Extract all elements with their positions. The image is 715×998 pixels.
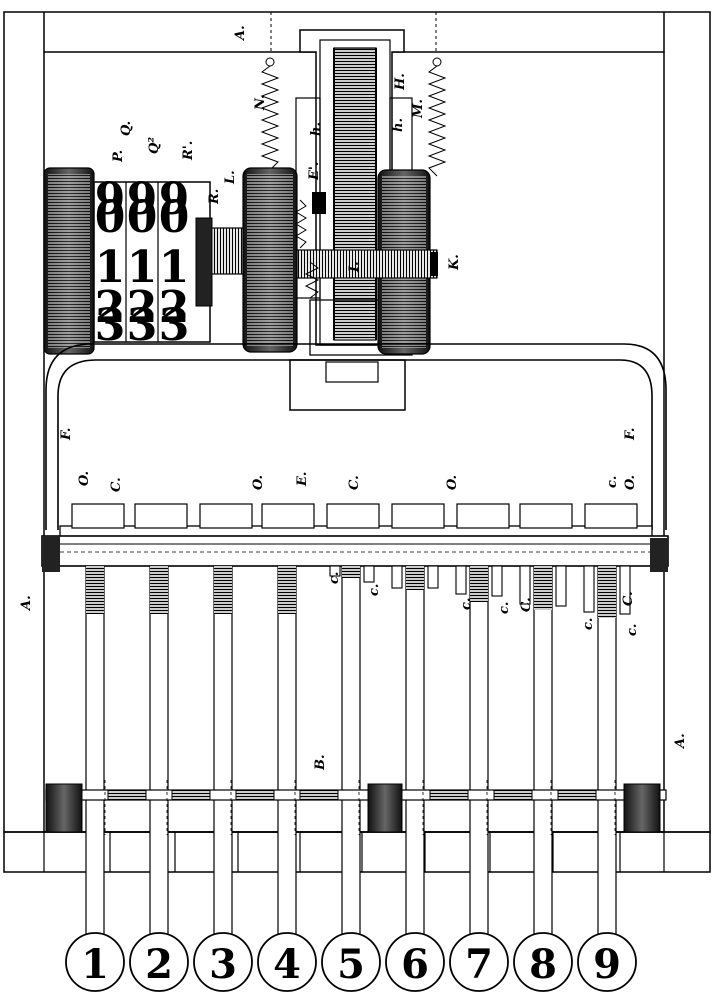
dial-digit: 2 [127,282,158,333]
label-i: I. [347,261,362,273]
label-c-upper: C. [519,597,534,612]
guide-bar-b [45,783,667,833]
dial-digit: 3 [95,300,126,351]
dial-digit: 2 [95,282,126,333]
dial-drums [93,181,211,343]
label-f-right: F. [623,428,638,441]
label-k: K. [447,254,462,271]
label-c-upper: C. [109,477,124,492]
spring-n [260,12,280,171]
key-label: 6 [401,941,429,988]
dial-digit: 3 [159,300,190,351]
key-label: 9 [593,941,621,988]
label-h-small: h. [309,122,324,136]
label-e: E. [295,472,310,487]
key-label: 4 [273,941,301,988]
key-3[interactable]: 3 [193,932,253,992]
dial-digits: 9 0 1 2 3 9 0 1 2 3 9 0 1 2 3 [95,174,190,351]
label-c-upper: C. [347,475,362,490]
label-c-lower: c. [625,624,640,636]
key-label: 3 [209,941,237,988]
label-c-lower: c. [605,476,620,488]
key-label: 7 [465,941,493,988]
label-o: O. [445,475,460,490]
dial-digit: 0 [95,192,126,243]
pawl-e-prime [312,192,326,214]
stepped-stops [329,565,631,615]
label-h: H. [393,73,408,91]
label-b: B. [313,754,328,771]
label-a-left: A. [19,595,34,612]
label-c-lower: c. [459,598,474,610]
key-1[interactable]: 1 [65,932,125,992]
label-m: M. [411,99,426,119]
dial-digit: 3 [127,300,158,351]
label-a-top: A. [233,25,248,42]
yoke-frame-f [45,343,667,530]
reference-labels: A. A. A. N. M. H. h. h. P. Q. Q² R'. L. … [19,25,688,771]
label-c-lower: c. [367,584,382,596]
key-stems [85,565,617,937]
label-c-lower: c. [581,618,596,630]
key-label: 5 [337,941,365,988]
key-bar-e [41,525,669,572]
key-top-blocks [71,503,638,529]
label-l: L. [223,170,238,185]
key-label: 8 [529,941,557,988]
key-label: 2 [145,941,173,988]
label-r: R. [207,189,222,205]
label-f-left: F. [59,428,74,441]
label-o: O. [623,475,638,490]
dial-digit: 2 [159,282,190,333]
key-6[interactable]: 6 [385,932,445,992]
dial-digit: 1 [159,242,190,293]
key-8[interactable]: 8 [513,932,573,992]
rack-teeth [333,47,377,341]
key-7[interactable]: 7 [449,932,509,992]
key-stem-shading [86,566,616,618]
spring-m [427,12,447,177]
label-q: Q. [119,121,134,136]
key-4[interactable]: 4 [257,932,317,992]
key-label: 1 [81,941,109,988]
dial-digit: 1 [95,242,126,293]
key-2[interactable]: 2 [129,932,189,992]
label-e1: E'. [307,162,322,181]
label-q2: Q² [147,137,162,154]
label-c-lower: c. [497,602,512,614]
key-9[interactable]: 9 [577,932,637,992]
dial-digit: 0 [159,192,190,243]
dial-digit: 1 [127,242,158,293]
base-partitions [43,832,665,872]
label-p: P. [111,150,126,163]
label-h2: h. [391,118,406,132]
label-n: N. [253,94,268,111]
label-o: O. [77,471,92,486]
label-o: O. [251,475,266,490]
dial-digit: 9 [95,174,126,225]
label-r1: R'. [181,141,196,161]
key-buttons: 1 2 3 4 5 6 7 8 9 [65,932,637,992]
label-c-lower: c. [327,572,342,584]
counter-assembly [43,167,438,355]
dial-digit: 9 [127,174,158,225]
label-c-upper: C. [621,591,636,606]
dial-digit: 9 [159,174,190,225]
label-a-right: A. [673,733,688,750]
axle-i [296,249,438,279]
dial-digit: 0 [127,192,158,243]
key-5[interactable]: 5 [321,932,381,992]
